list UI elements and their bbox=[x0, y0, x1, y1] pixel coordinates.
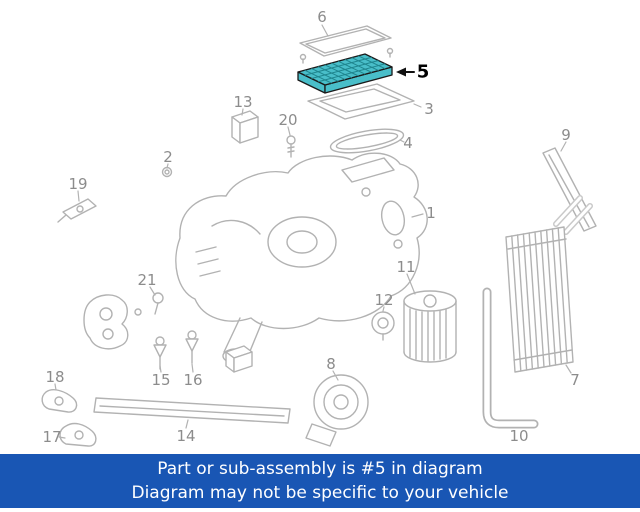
part-actuator-cluster bbox=[83, 286, 164, 350]
part-gasket-seal bbox=[329, 128, 405, 154]
part-duct bbox=[93, 397, 291, 429]
part-blower-cage bbox=[403, 273, 457, 363]
part-top-lid bbox=[299, 24, 394, 64]
part-screw-sensor bbox=[286, 126, 296, 158]
part-drain-pipe bbox=[482, 287, 539, 429]
part-blower-housing bbox=[305, 370, 369, 447]
part-valves bbox=[153, 330, 253, 373]
info-banner: Part or sub-assembly is #5 in diagram Di… bbox=[0, 454, 640, 508]
part-clamps bbox=[41, 383, 97, 447]
part-grommet bbox=[161, 163, 173, 178]
diagram-line-art bbox=[41, 24, 597, 447]
highlight-arrow bbox=[396, 67, 415, 77]
part-lever bbox=[57, 190, 97, 223]
part-side-strip bbox=[542, 141, 597, 232]
banner-line-1: Part or sub-assembly is #5 in diagram bbox=[157, 459, 483, 479]
banner-line-2: Diagram may not be specific to your vehi… bbox=[131, 483, 509, 503]
part-filter-frame bbox=[307, 83, 422, 120]
part-bracket-box bbox=[231, 108, 259, 144]
highlighted-part-cabin-filter bbox=[297, 53, 393, 94]
part-heater-core bbox=[505, 195, 593, 374]
part-motor bbox=[371, 306, 395, 341]
